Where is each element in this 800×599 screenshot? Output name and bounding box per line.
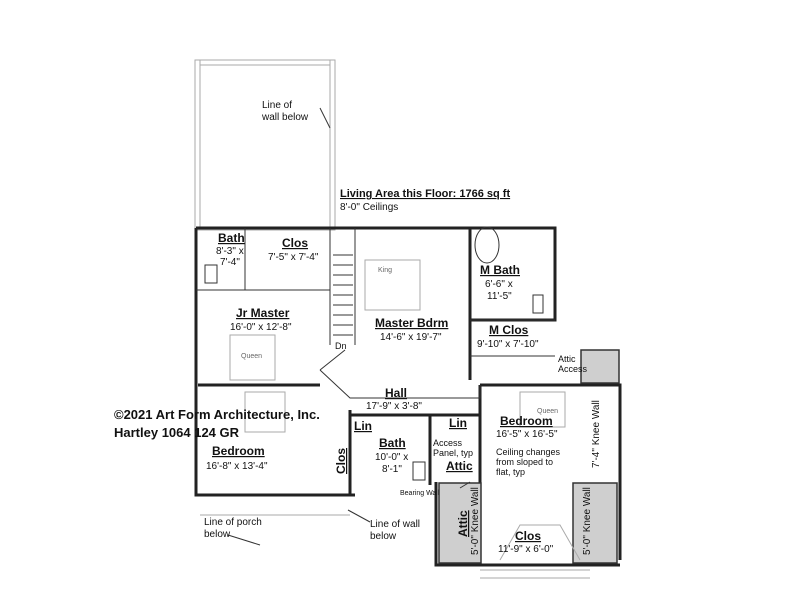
room-lin-1: Lin — [354, 419, 372, 433]
room-jr-master-dim: 16'-0" x 12'-8" — [230, 322, 292, 333]
ceiling-changes-2: from sloped to — [496, 457, 553, 467]
staircase — [333, 254, 353, 336]
room-master-bdrm: Master Bdrm — [375, 316, 448, 330]
line-of-porch-2: below — [204, 529, 231, 540]
line-of-porch-1: Line of porch — [204, 517, 262, 528]
room-bath-mid: Bath — [379, 436, 406, 450]
access-panel-2: Panel, typ — [433, 448, 473, 458]
room-m-bath-dim1: 6'-6" x — [485, 279, 513, 290]
living-area-title: Living Area this Floor: 1766 sq ft — [340, 188, 510, 200]
hall-outline — [319, 349, 481, 399]
room-bedroom-left-dim: 16'-8" x 13'-4" — [206, 461, 268, 472]
room-hall: Hall — [385, 386, 407, 400]
room-m-bath-dim2: 11'-5" — [487, 291, 512, 302]
attic-knee-wall-label: 5'-0" Knee Wall — [470, 487, 481, 555]
bearing-wall-label: Bearing Wall — [400, 490, 440, 497]
attic-right-area — [572, 482, 618, 564]
access-panel-1: Access — [433, 438, 463, 448]
ceilings-note: 8'-0" Ceilings — [340, 202, 398, 213]
room-m-bath: M Bath — [480, 263, 520, 277]
master-bed — [364, 259, 421, 311]
room-bath-mid-dim2: 8'-1" — [382, 464, 402, 475]
room-clos-bottom: Clos — [515, 529, 541, 543]
toilet-mid — [412, 461, 426, 481]
copyright-line-2: Hartley 1064 124 GR — [114, 425, 240, 440]
bedroom-right-bed — [519, 391, 566, 428]
jr-master-bed — [229, 334, 276, 381]
knee-wall-right-upper: 7'-4" Knee Wall — [591, 400, 602, 468]
line-of-wall-below-bottom-2: below — [370, 531, 397, 542]
bed-queen-2: Queen — [537, 408, 558, 415]
room-clos-jr: Clos — [282, 236, 308, 250]
toilet-jr — [204, 264, 218, 284]
attic-access-1: Attic — [558, 354, 576, 364]
room-hall-dim: 17'-9" x 3'-8" — [366, 401, 422, 412]
ceiling-changes-3: flat, typ — [496, 467, 525, 477]
room-attic-mid: Attic — [446, 459, 473, 473]
bedroom-left-bed — [244, 391, 286, 433]
room-jr-master: Jr Master — [236, 306, 290, 320]
room-clos-bottom-dim: 11'-9" x 6'-0" — [498, 544, 554, 555]
attic-access-2: Access — [558, 364, 588, 374]
furniture — [204, 226, 566, 481]
annotation-lines — [200, 481, 590, 579]
room-bedroom-left: Bedroom — [212, 444, 265, 458]
room-m-clos-dim: 9'-10" x 7'-10" — [477, 339, 539, 350]
bed-king: King — [378, 267, 392, 274]
line-of-wall-below-top-1: Line of — [262, 100, 292, 111]
toilet — [532, 294, 544, 314]
room-lin-2: Lin — [449, 416, 467, 430]
exterior-walls — [194, 226, 622, 567]
line-of-wall-below-top-2: wall below — [261, 112, 309, 123]
room-attic-knee: Attic — [456, 510, 470, 537]
porch-roof-outline — [194, 59, 336, 231]
room-bath-jr-dim2: 7'-4" — [220, 257, 240, 268]
room-bath-jr-dim1: 8'-3" x — [216, 246, 244, 257]
bathtub — [474, 226, 500, 264]
room-clos-jr-dim: 7'-5" x 7'-4" — [268, 252, 319, 263]
knee-wall-right-lower: 5'-0" Knee Wall — [582, 487, 593, 555]
stairs-dn-label: Dn — [335, 341, 347, 351]
room-bath-jr: Bath — [218, 231, 245, 245]
room-master-bdrm-dim: 14'-6" x 19'-7" — [380, 332, 442, 343]
room-bedroom-right: Bedroom — [500, 414, 553, 428]
attic-access-area — [580, 349, 620, 384]
copyright-line-1: ©2021 Art Form Architecture, Inc. — [114, 407, 320, 422]
room-bedroom-right-dim: 16'-5" x 16'-5" — [496, 429, 558, 440]
ceiling-changes-1: Ceiling changes — [496, 447, 561, 457]
attic-left-area — [438, 482, 482, 564]
room-clos-left: Clos — [334, 448, 348, 474]
room-m-clos: M Clos — [489, 323, 529, 337]
line-of-wall-below-bottom-1: Line of wall — [370, 519, 420, 530]
room-bath-mid-dim1: 10'-0" x — [375, 452, 408, 463]
bed-queen-1: Queen — [241, 353, 262, 360]
